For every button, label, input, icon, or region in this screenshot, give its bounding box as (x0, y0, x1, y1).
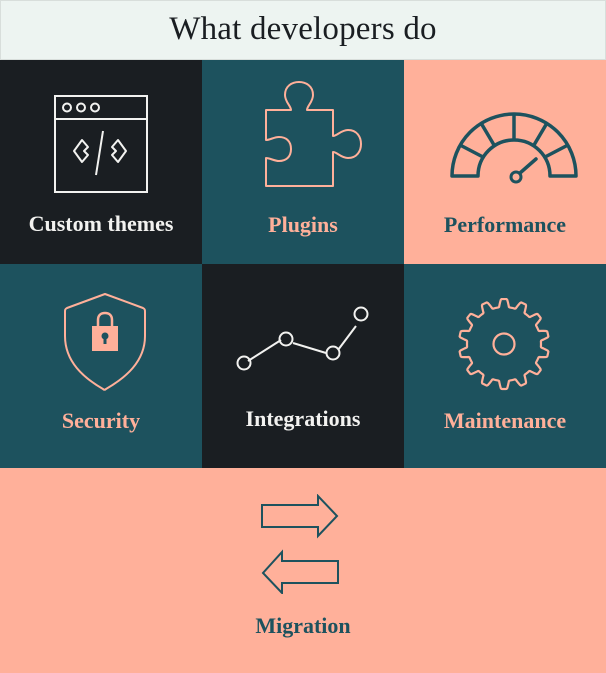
tile-label: Performance (443, 212, 567, 237)
tile-label: Integrations (245, 406, 361, 431)
tile-plugins: Plugins (202, 60, 404, 264)
speedometer-icon (450, 112, 578, 184)
two-way-arrows-icon (261, 494, 339, 594)
tile-label: Maintenance (443, 408, 567, 433)
tile-security: Security (0, 264, 202, 468)
tile-label: Custom themes (28, 211, 174, 236)
tile-integrations: Integrations (202, 264, 404, 468)
tile-label: Security (61, 408, 141, 433)
title-bar: What developers do (0, 0, 606, 60)
puzzle-piece-icon (265, 81, 362, 187)
tile-label: Migration (255, 613, 351, 638)
gear-icon (458, 298, 550, 391)
line-graph-icon (236, 306, 369, 371)
browser-code-icon (54, 95, 148, 193)
tile-label: Plugins (268, 212, 338, 237)
page-title: What developers do (169, 10, 437, 47)
tile-performance: Performance (404, 60, 606, 264)
tile-custom-themes: Custom themes (0, 60, 202, 264)
tile-migration: Migration (0, 468, 606, 673)
shield-lock-icon (64, 293, 146, 391)
tile-maintenance: Maintenance (404, 264, 606, 468)
